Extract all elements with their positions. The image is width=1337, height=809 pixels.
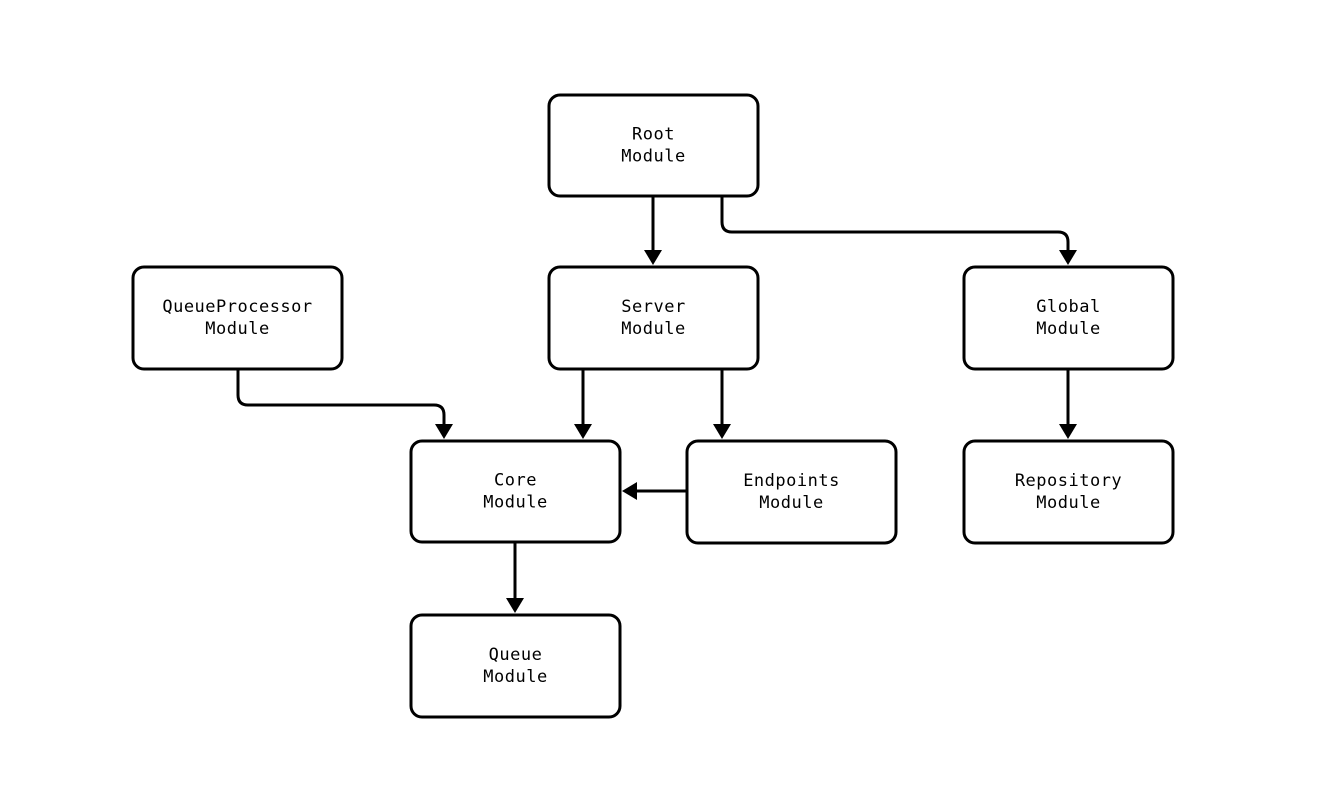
edge-root-to-server (644, 196, 662, 265)
node-label-line2: Module (621, 319, 685, 339)
arrow-head-icon (435, 424, 453, 439)
node-label-line1: Queue (489, 645, 543, 665)
node-box[interactable] (962, 265, 1175, 371)
node-label-line2: Module (483, 493, 547, 513)
edge-endpoints-to-core (622, 482, 687, 500)
node-label-line1: Server (621, 297, 685, 317)
node-box[interactable] (547, 93, 760, 198)
edge-server-to-core (574, 369, 592, 439)
node-label-line2: Module (1036, 319, 1100, 339)
arrow-head-icon (622, 482, 637, 500)
edge-queueprocessor-to-core (236, 369, 453, 439)
edge-line (720, 196, 1070, 252)
arrow-head-icon (644, 250, 662, 265)
node-label-line1: Core (494, 471, 537, 491)
edge-server-to-endpoints (713, 369, 731, 439)
node-label-line2: Module (621, 147, 685, 167)
node-box[interactable] (409, 439, 622, 544)
arrow-head-icon (1059, 250, 1077, 265)
edges-layer (236, 196, 1077, 613)
nodes-layer: RootModuleQueueProcessorModuleServerModu… (131, 93, 1175, 719)
edge-root-to-global (720, 196, 1077, 265)
node-label-line2: Module (205, 319, 269, 339)
node-box[interactable] (409, 613, 622, 719)
node-box[interactable] (547, 265, 760, 371)
arrow-head-icon (506, 598, 524, 613)
arrow-head-icon (574, 424, 592, 439)
edge-global-to-repository (1059, 369, 1077, 439)
node-label-line1: Repository (1015, 471, 1122, 491)
node-label-line1: Endpoints (743, 471, 840, 491)
node-box[interactable] (962, 439, 1175, 545)
node-box[interactable] (131, 265, 344, 371)
node-label-line2: Module (1036, 493, 1100, 513)
node-box[interactable] (685, 439, 898, 545)
edge-core-to-queue (506, 542, 524, 613)
node-label-line1: QueueProcessor (162, 297, 312, 317)
node-label-line2: Module (759, 493, 823, 513)
node-label-line1: Global (1036, 297, 1100, 317)
node-label-line2: Module (483, 667, 547, 687)
arrow-head-icon (1059, 424, 1077, 439)
edge-line (236, 369, 446, 426)
node-label-line1: Root (632, 125, 675, 145)
arrow-head-icon (713, 424, 731, 439)
